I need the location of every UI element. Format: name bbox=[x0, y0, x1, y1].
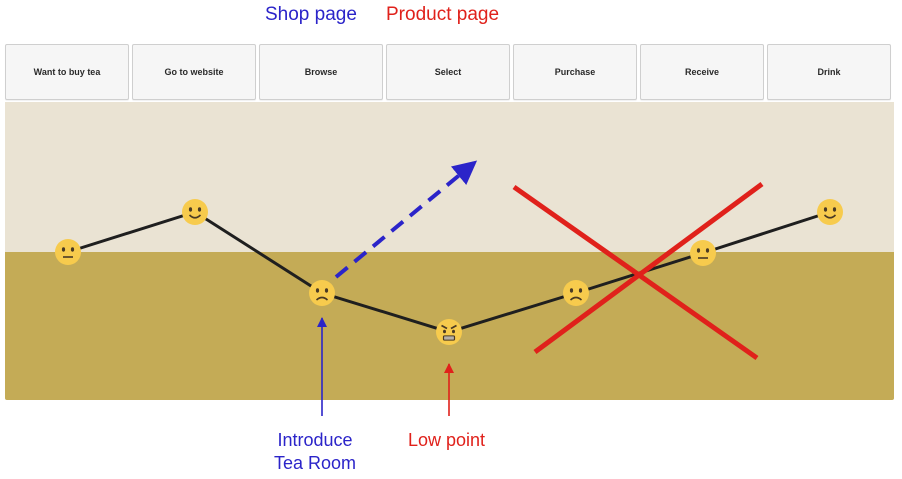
neutral-face-icon bbox=[690, 240, 716, 266]
stage-browse: Browse bbox=[259, 44, 383, 100]
stage-go-to-website: Go to website bbox=[132, 44, 256, 100]
low-point-annotation: Low point bbox=[408, 430, 486, 450]
sad-face-icon bbox=[309, 280, 335, 306]
stage-want-to-buy-tea: Want to buy tea bbox=[5, 44, 129, 100]
stage-drink: Drink bbox=[767, 44, 891, 100]
sad-face-icon bbox=[563, 280, 589, 306]
angry-face-icon bbox=[436, 319, 462, 345]
product-page-label: Product page bbox=[386, 4, 500, 25]
introduce-label-line2: Tea Room bbox=[274, 453, 357, 473]
cross-out-mark bbox=[512, 181, 764, 361]
shop-page-label: Shop page bbox=[265, 4, 357, 25]
introduce-dashed-arrow bbox=[334, 160, 478, 279]
happy-face-icon bbox=[182, 199, 208, 225]
introduce-label-line1: Introduce bbox=[277, 430, 353, 450]
stage-header-row: Want to buy tea Go to website Browse Sel… bbox=[5, 44, 894, 102]
emotion-curve bbox=[67, 210, 831, 334]
stage-receive: Receive bbox=[640, 44, 764, 100]
stage-purchase: Purchase bbox=[513, 44, 637, 100]
stage-select: Select bbox=[386, 44, 510, 100]
neutral-face-icon bbox=[55, 239, 81, 265]
introduce-tea-room-annotation: Introduce Tea Room bbox=[274, 429, 356, 475]
positive-zone bbox=[5, 102, 894, 253]
happy-face-icon bbox=[817, 199, 843, 225]
